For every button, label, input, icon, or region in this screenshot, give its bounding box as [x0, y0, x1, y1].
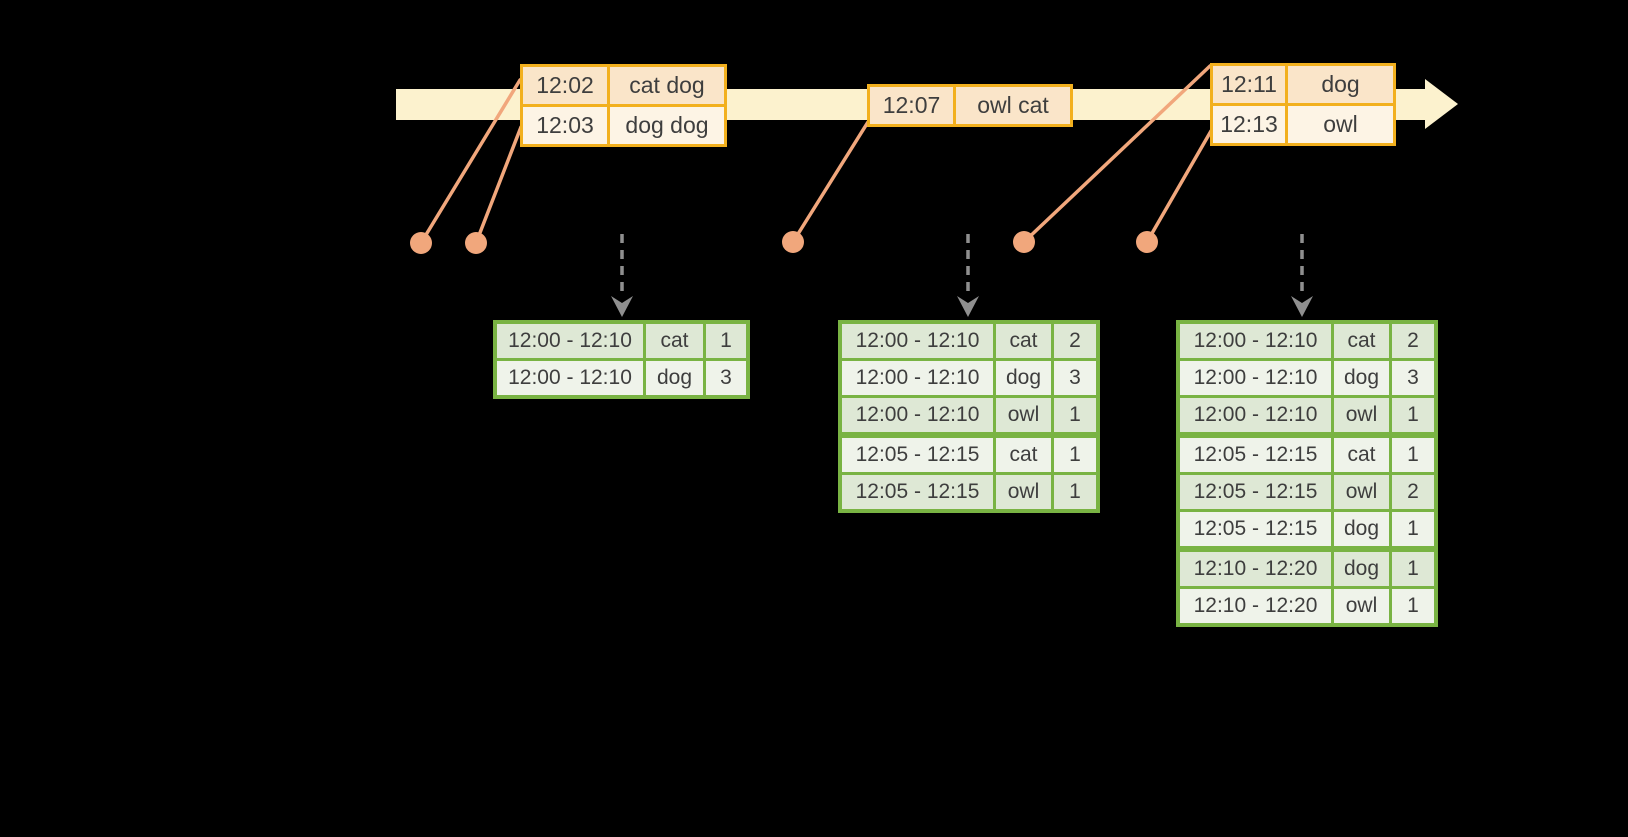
event-time-cell: 12:03	[523, 107, 607, 144]
result-row: 12:00 - 12:10 dog 3	[497, 358, 746, 395]
result-row: 12:05 - 12:15 owl 1	[842, 472, 1096, 509]
event-time-cell: 12:11	[1213, 66, 1285, 103]
window-cell: 12:00 - 12:10	[1180, 398, 1331, 432]
result-row: 12:05 - 12:15 cat 1	[842, 432, 1096, 472]
event-dot-2	[465, 232, 487, 254]
word-cell: owl	[1331, 475, 1389, 509]
trigger-arrow-head-icon-2	[957, 296, 979, 317]
window-cell: 12:00 - 12:10	[1180, 324, 1331, 358]
event-dot-1	[410, 232, 432, 254]
word-cell: dog	[643, 361, 703, 395]
window-cell: 12:00 - 12:10	[1180, 361, 1331, 395]
word-cell: owl	[993, 398, 1051, 432]
window-cell: 12:10 - 12:20	[1180, 589, 1331, 623]
connector-line-1	[419, 78, 522, 245]
result-row: 12:00 - 12:10 cat 2	[1180, 324, 1434, 358]
count-cell: 1	[703, 324, 746, 358]
result-row: 12:05 - 12:15 owl 2	[1180, 472, 1434, 509]
window-cell: 12:00 - 12:10	[842, 324, 993, 358]
event-words-cell: dog	[1285, 66, 1393, 103]
result-row: 12:10 - 12:20 owl 1	[1180, 586, 1434, 623]
window-cell: 12:10 - 12:20	[1180, 552, 1331, 586]
result-table-1: 12:00 - 12:10 cat 1 12:00 - 12:10 dog 3	[493, 320, 750, 399]
window-cell: 12:05 - 12:15	[1180, 475, 1331, 509]
word-cell: dog	[1331, 512, 1389, 546]
count-cell: 1	[1389, 589, 1434, 623]
word-cell: owl	[993, 475, 1051, 509]
count-cell: 3	[1389, 361, 1434, 395]
count-cell: 1	[1389, 512, 1434, 546]
result-table-3: 12:00 - 12:10 cat 2 12:00 - 12:10 dog 3 …	[1176, 320, 1438, 627]
count-cell: 3	[1051, 361, 1096, 395]
word-cell: owl	[1331, 589, 1389, 623]
connector-line-2	[474, 125, 523, 245]
window-cell: 12:00 - 12:10	[497, 324, 643, 358]
count-cell: 1	[1389, 398, 1434, 432]
count-cell: 1	[1051, 475, 1096, 509]
word-cell: cat	[1331, 324, 1389, 358]
count-cell: 1	[1389, 552, 1434, 586]
window-cell: 12:00 - 12:10	[842, 361, 993, 395]
count-cell: 2	[1389, 475, 1434, 509]
count-cell: 2	[1389, 324, 1434, 358]
word-cell: cat	[993, 324, 1051, 358]
event-dot-3	[782, 231, 804, 253]
word-cell: dog	[993, 361, 1051, 395]
input-row: 12:11 dog	[1213, 66, 1393, 103]
result-row: 12:10 - 12:20 dog 1	[1180, 546, 1434, 586]
input-table-3: 12:11 dog 12:13 owl	[1210, 63, 1396, 146]
result-row: 12:00 - 12:10 owl 1	[842, 395, 1096, 432]
word-cell: cat	[993, 438, 1051, 472]
connector-line-4	[1022, 64, 1212, 244]
result-row: 12:05 - 12:15 cat 1	[1180, 432, 1434, 472]
timeline-arrowhead-icon	[1425, 79, 1458, 129]
event-time-cell: 12:02	[523, 67, 607, 104]
input-row: 12:13 owl	[1213, 103, 1393, 143]
word-cell: owl	[1331, 398, 1389, 432]
event-time-cell: 12:07	[870, 87, 953, 124]
count-cell: 1	[1389, 438, 1434, 472]
result-row: 12:00 - 12:10 owl 1	[1180, 395, 1434, 432]
trigger-arrow-head-icon-3	[1291, 296, 1313, 317]
input-table-1: 12:02 cat dog 12:03 dog dog	[520, 64, 727, 147]
input-table-2: 12:07 owl cat	[867, 84, 1073, 127]
event-words-cell: dog dog	[607, 107, 724, 144]
input-row: 12:07 owl cat	[870, 87, 1070, 124]
trigger-arrow-head-icon-1	[611, 296, 633, 317]
result-row: 12:05 - 12:15 dog 1	[1180, 509, 1434, 546]
event-words-cell: owl cat	[953, 87, 1070, 124]
word-cell: cat	[1331, 438, 1389, 472]
word-cell: dog	[1331, 552, 1389, 586]
result-row: 12:00 - 12:10 dog 3	[842, 358, 1096, 395]
result-row: 12:00 - 12:10 dog 3	[1180, 358, 1434, 395]
window-cell: 12:00 - 12:10	[842, 398, 993, 432]
window-cell: 12:05 - 12:15	[842, 475, 993, 509]
window-cell: 12:05 - 12:15	[842, 438, 993, 472]
result-row: 12:00 - 12:10 cat 2	[842, 324, 1096, 358]
connector-line-5	[1145, 129, 1213, 244]
window-cell: 12:00 - 12:10	[497, 361, 643, 395]
count-cell: 2	[1051, 324, 1096, 358]
event-words-cell: owl	[1285, 106, 1393, 143]
word-cell: cat	[643, 324, 703, 358]
count-cell: 3	[703, 361, 746, 395]
event-time-cell: 12:13	[1213, 106, 1285, 143]
event-words-cell: cat dog	[607, 67, 724, 104]
event-dot-4	[1013, 231, 1035, 253]
count-cell: 1	[1051, 438, 1096, 472]
input-row: 12:02 cat dog	[523, 67, 724, 104]
window-cell: 12:05 - 12:15	[1180, 512, 1331, 546]
input-row: 12:03 dog dog	[523, 104, 724, 144]
result-table-2: 12:00 - 12:10 cat 2 12:00 - 12:10 dog 3 …	[838, 320, 1100, 513]
word-cell: dog	[1331, 361, 1389, 395]
connector-line-3	[791, 120, 870, 244]
event-dot-5	[1136, 231, 1158, 253]
count-cell: 1	[1051, 398, 1096, 432]
window-cell: 12:05 - 12:15	[1180, 438, 1331, 472]
result-row: 12:00 - 12:10 cat 1	[497, 324, 746, 358]
